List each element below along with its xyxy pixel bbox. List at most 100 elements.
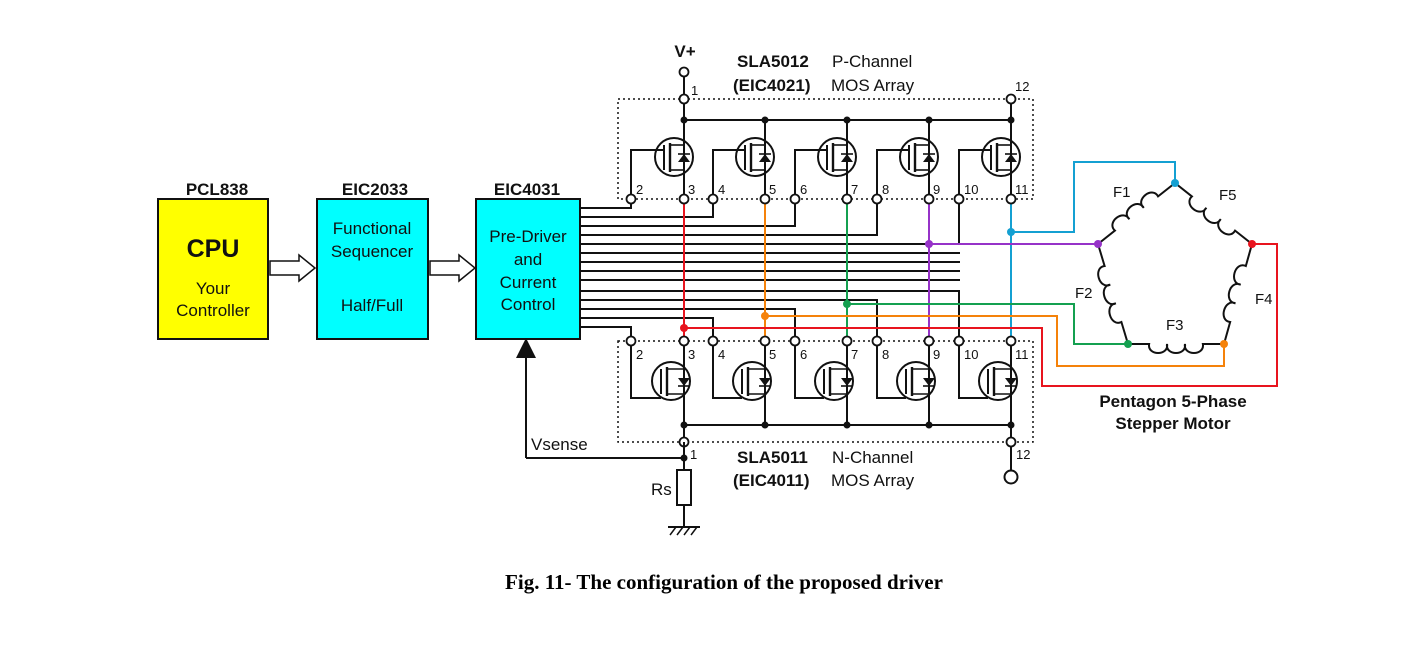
p-gate-pin <box>871 193 883 205</box>
p-array-type1: P-Channel <box>832 52 912 71</box>
n-array-part: SLA5011 <box>737 448 808 467</box>
hollow-arrow-cpu-to-sequencer <box>269 253 317 283</box>
p-drain-pin-label: 5 <box>769 182 776 197</box>
p-array-type2: MOS Array <box>831 76 915 95</box>
n-pin-12 <box>1005 436 1017 448</box>
gate-drive-wires <box>580 199 960 341</box>
body-diode-icon <box>1005 378 1017 386</box>
n-array-type2: MOS Array <box>831 471 915 490</box>
sense-circuit: Vsense Rs <box>516 338 700 536</box>
gate-wire-upper-1 <box>580 199 632 209</box>
tap-green <box>843 300 851 308</box>
cpu-line2: Controller <box>176 301 250 320</box>
body-diode-icon <box>923 378 935 386</box>
gate-wire-upper-5 <box>580 199 960 245</box>
n-drain-pin-label: 11 <box>1015 347 1029 362</box>
tap-red <box>680 324 688 332</box>
predriver-box <box>475 198 581 340</box>
p-array-part-alt: (EIC4021) <box>733 76 810 95</box>
predriver-part-label: EIC4031 <box>494 180 560 199</box>
gate-wire-upper-3 <box>580 199 796 227</box>
sequencer-line2: Sequencer <box>331 242 414 261</box>
sequencer-block: EIC2033 Functional Sequencer Half/Full <box>316 180 429 340</box>
body-diode-icon <box>678 378 690 386</box>
p-drain-pin <box>923 193 935 205</box>
p-pin-label-1: 1 <box>691 83 698 98</box>
p-gate-lead <box>876 149 909 199</box>
n-bus-junction <box>761 421 769 429</box>
phase-wire-green <box>847 303 1128 345</box>
cpu-title: CPU <box>187 235 240 263</box>
sense-resistor <box>676 469 692 506</box>
n-drain-pin-label: 3 <box>688 347 695 362</box>
p-gate-pin <box>789 193 801 205</box>
motor-title-line2: Stepper Motor <box>1115 414 1231 433</box>
phase-label-f4: F4 <box>1255 291 1273 308</box>
junction-dots <box>680 179 1256 462</box>
gate-wire-upper-4 <box>580 199 878 236</box>
p-gate-lead <box>958 149 991 199</box>
gate-wire-lower-2 <box>580 317 714 341</box>
n-gate-pin <box>625 335 637 347</box>
body-diode-icon <box>841 154 853 162</box>
n-gate-pin-label: 10 <box>964 347 978 362</box>
n-drain-pin <box>678 335 690 347</box>
body-diode-icon <box>678 154 690 162</box>
gate-wire-lower-4 <box>580 299 878 341</box>
p-pin-12 <box>1005 93 1017 105</box>
n-gate-pin-label: 8 <box>882 347 889 362</box>
p-gate-pin <box>625 193 637 205</box>
cpu-part-label: PCL838 <box>186 180 248 199</box>
predriver-line1: Pre-Driver <box>489 227 567 246</box>
figure-caption: Fig. 11- The configuration of the propos… <box>505 570 943 594</box>
sequencer-line3: Half/Full <box>341 296 403 315</box>
n-drain-pin <box>1005 335 1017 347</box>
phase-label-f1: F1 <box>1113 184 1131 201</box>
body-diode-icon <box>759 378 771 386</box>
n-gate-pin <box>707 335 719 347</box>
cpu-block: PCL838 CPU Your Controller <box>157 180 269 340</box>
vsense-label: Vsense <box>531 435 588 454</box>
body-diode-icon <box>841 378 853 386</box>
coil-f2 <box>1097 243 1129 345</box>
gate-wire-lower-1 <box>580 326 632 341</box>
n-array-labels: SLA5011 N-Channel (EIC4011) MOS Array <box>733 448 915 490</box>
sequencer-box <box>316 198 429 340</box>
p-gate-pin-label: 8 <box>882 182 889 197</box>
hollow-arrow-sequencer-to-predriver <box>429 253 477 283</box>
gate-wire-lower-5 <box>580 290 960 341</box>
n-array-type1: N-Channel <box>832 448 913 467</box>
n-drain-pin-label: 9 <box>933 347 940 362</box>
p-gate-pin-label: 4 <box>718 182 725 197</box>
phase-label-f2: F2 <box>1075 285 1093 302</box>
n-gate-pin <box>953 335 965 347</box>
tap-blue <box>1007 228 1015 236</box>
n-gate-pin-label: 4 <box>718 347 725 362</box>
motor-node-purple <box>1094 240 1102 248</box>
motor-title-line1: Pentagon 5-Phase <box>1099 392 1246 411</box>
n-drain-pin <box>841 335 853 347</box>
p-array-package <box>617 98 1034 200</box>
gate-wire-upper-2 <box>580 199 714 218</box>
phase-wires <box>683 161 1278 387</box>
p-drain-pin <box>678 193 690 205</box>
p-pin-label-12: 12 <box>1015 79 1029 94</box>
gate-wire-lower-3 <box>580 308 796 341</box>
n-drain-pin <box>759 335 771 347</box>
n-drain-pin-label: 7 <box>851 347 858 362</box>
supply-terminal <box>678 66 690 78</box>
motor-node-green <box>1124 340 1132 348</box>
p-gate-pin-label: 10 <box>964 182 978 197</box>
p-gate-pin-label: 2 <box>636 182 643 197</box>
sense-resistor-label: Rs <box>651 480 672 499</box>
n-gate-pin <box>871 335 883 347</box>
body-diode-icon <box>759 154 771 162</box>
coil-f5 <box>1174 182 1253 245</box>
n-array-part-alt: (EIC4011) <box>733 471 810 490</box>
n-array-package <box>617 340 1034 443</box>
p-gate-pin <box>953 193 965 205</box>
p-drain-pin-label: 11 <box>1015 182 1029 197</box>
p-gate-lead <box>630 149 664 199</box>
motor-node-orange <box>1220 340 1228 348</box>
